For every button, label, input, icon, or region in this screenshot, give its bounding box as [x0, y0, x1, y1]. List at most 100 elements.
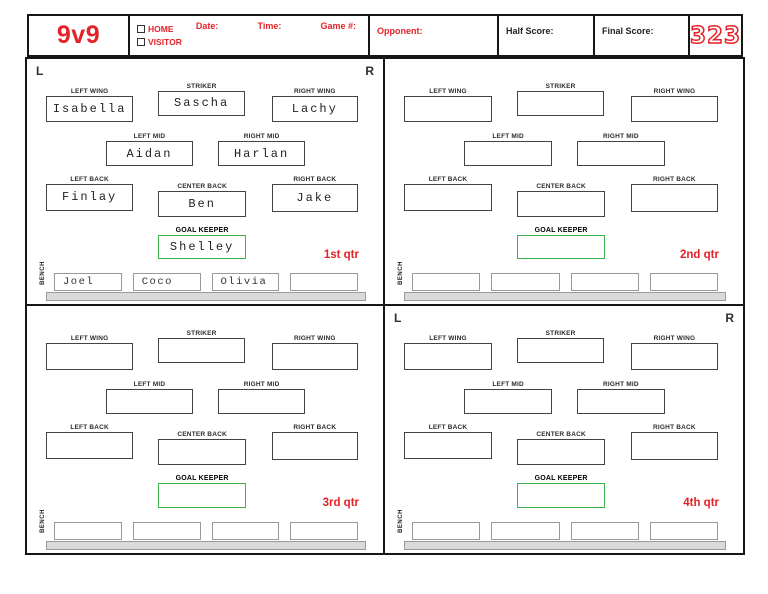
striker-box[interactable] [517, 90, 605, 116]
bench-box[interactable] [132, 521, 201, 540]
center-back-label: CENTER BACK [536, 182, 586, 190]
bench-row [54, 521, 358, 540]
goal-keeper-box[interactable] [517, 483, 606, 509]
bench-label: BENCH [40, 509, 46, 534]
goal-keeper-box[interactable] [517, 234, 606, 260]
bench-bar [404, 541, 726, 551]
bench-box[interactable] [570, 521, 639, 540]
center-back-box[interactable] [517, 190, 606, 217]
bench-bar [404, 292, 726, 302]
left-back-box[interactable] [403, 183, 493, 211]
left-mid-position: LEFT MID [464, 133, 553, 167]
right-wing-box[interactable]: Lachy [271, 95, 359, 123]
bench-box[interactable] [412, 521, 481, 540]
bench-label: BENCH [398, 260, 404, 285]
bench-box[interactable] [211, 521, 280, 540]
final-score-label: Final Score: [602, 26, 654, 36]
bench-box[interactable] [290, 272, 358, 291]
right-back-box[interactable] [630, 431, 718, 460]
left-mid-box[interactable] [464, 141, 553, 167]
bench-box[interactable]: Olivia [211, 272, 280, 291]
right-back-box[interactable] [630, 183, 718, 212]
goal-keeper-box[interactable] [158, 483, 246, 509]
left-mid-box[interactable]: Aidan [105, 141, 194, 167]
bench-row: Joel Coco Olivia [54, 272, 358, 291]
striker-label: STRIKER [186, 82, 217, 90]
home-checkbox[interactable] [137, 25, 145, 33]
left-wing-box[interactable] [45, 343, 134, 370]
sheet-type-label: 9v9 [29, 16, 130, 55]
bench-box[interactable] [649, 521, 718, 540]
bench-box[interactable] [54, 521, 122, 540]
home-checkbox-label: HOME [148, 24, 174, 34]
home-row: HOME [137, 24, 182, 34]
left-back-label: LEFT BACK [70, 423, 109, 431]
left-back-box[interactable] [403, 431, 493, 459]
center-back-box[interactable] [517, 438, 606, 465]
left-wing-box[interactable]: Isabella [45, 95, 134, 123]
right-wing-box[interactable] [271, 343, 359, 370]
game-number-label: Game #: [320, 21, 356, 31]
goal-keeper-position: GOAL KEEPER [517, 475, 606, 509]
date-label: Date: [195, 21, 219, 31]
time-label: Time: [257, 21, 282, 31]
bench-box[interactable] [491, 272, 560, 291]
meta-fields: Date: Time: Game #: [182, 16, 368, 55]
right-mid-position: RIGHT MID [576, 133, 665, 167]
left-back-label: LEFT BACK [428, 175, 468, 183]
right-mid-box[interactable]: Harlan [217, 141, 306, 167]
bench-box[interactable] [491, 521, 560, 540]
opponent-field[interactable]: Opponent: [370, 16, 499, 55]
center-back-position: CENTER BACK [517, 431, 606, 465]
quarter-badge: 3rd qtr [322, 497, 359, 510]
goal-keeper-box[interactable]: Shelley [158, 234, 246, 260]
center-back-box[interactable]: Ben [158, 190, 246, 217]
right-back-position: RIGHT BACK [630, 424, 718, 460]
striker-box[interactable] [158, 338, 245, 364]
half-score-field[interactable]: Half Score: [499, 16, 595, 55]
right-wing-name: Lachy [291, 102, 338, 117]
right-mid-box[interactable] [576, 388, 665, 414]
left-back-position: LEFT BACK [403, 424, 493, 459]
visitor-checkbox-label: VISITOR [148, 37, 182, 47]
striker-box[interactable] [517, 338, 605, 364]
game-meta-cell: HOME VISITOR Date: Time: Game #: [130, 16, 370, 55]
center-back-box[interactable] [158, 438, 246, 465]
right-wing-box[interactable] [630, 95, 718, 123]
bench-row [412, 521, 718, 540]
striker-position: STRIKER [517, 83, 605, 116]
striker-box[interactable]: Sascha [158, 90, 245, 116]
right-mid-box[interactable] [576, 141, 665, 167]
bench-box[interactable] [570, 272, 639, 291]
left-back-box[interactable] [45, 431, 134, 459]
striker-position: STRIKER [158, 330, 245, 364]
left-mid-box[interactable] [105, 388, 194, 414]
left-wing-box[interactable] [403, 95, 493, 123]
right-wing-position: RIGHT WING [630, 335, 718, 370]
quarter-badge: 1st qtr [323, 248, 359, 261]
bench-box[interactable] [412, 272, 481, 291]
bench-box[interactable]: Coco [132, 272, 201, 291]
left-back-box[interactable]: Finlay [45, 183, 134, 211]
right-mid-box[interactable] [217, 388, 306, 414]
right-back-box[interactable]: Jake [271, 183, 359, 212]
left-mid-box[interactable] [464, 388, 553, 414]
left-back-label: LEFT BACK [70, 175, 109, 183]
right-back-box[interactable] [271, 431, 359, 460]
bench-box[interactable] [649, 272, 718, 291]
left-wing-position: LEFT WING [403, 88, 493, 123]
left-wing-name: Isabella [52, 102, 127, 117]
left-back-position: LEFT BACK [45, 424, 134, 459]
right-wing-box[interactable] [630, 343, 718, 370]
visitor-checkbox[interactable] [137, 38, 145, 46]
left-mid-label: LEFT MID [492, 380, 524, 388]
final-score-field[interactable]: Final Score: [595, 16, 690, 55]
bench-box[interactable] [290, 521, 358, 540]
bench-box[interactable]: Joel [54, 272, 122, 291]
left-wing-box[interactable] [403, 343, 493, 370]
